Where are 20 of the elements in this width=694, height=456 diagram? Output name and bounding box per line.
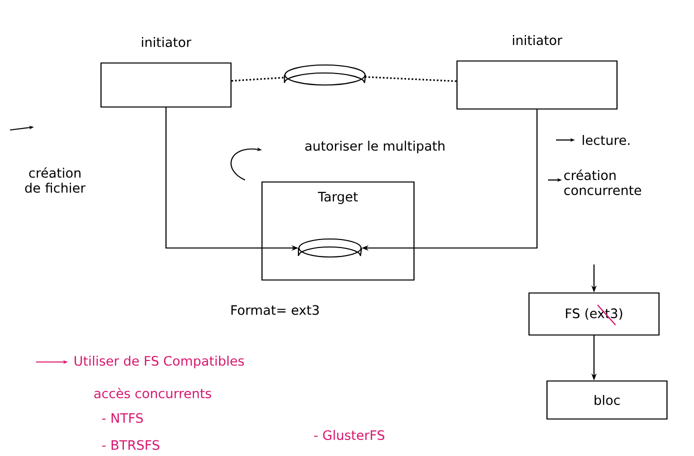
note-text: autoriser le multipath bbox=[305, 140, 444, 154]
disk-symbol bbox=[298, 238, 362, 258]
note-text: création de fichier bbox=[25, 167, 86, 193]
target-box: Target bbox=[261, 181, 415, 281]
list-item: - NTFS bbox=[102, 413, 143, 423]
initiator-box: initiator bbox=[100, 37, 232, 108]
dotted-line bbox=[364, 76, 456, 82]
list-item: - BTRSFS bbox=[102, 440, 160, 450]
node-label: initiator bbox=[142, 37, 192, 48]
dotted-line bbox=[232, 76, 286, 82]
list-item: - GlusterFS bbox=[314, 430, 384, 440]
box: bloc bbox=[546, 380, 668, 420]
format-note: Format= ext3 bbox=[231, 305, 319, 315]
note-text: accès concurrents bbox=[94, 388, 212, 398]
note-text: création concurrente bbox=[564, 170, 642, 196]
disk-symbol bbox=[284, 64, 366, 86]
note-text: lecture. bbox=[582, 134, 630, 146]
node-label: initiator bbox=[512, 35, 562, 46]
initiator-box: initiator bbox=[456, 35, 618, 110]
note-text: Utiliser de FS Compatibles bbox=[74, 356, 244, 368]
